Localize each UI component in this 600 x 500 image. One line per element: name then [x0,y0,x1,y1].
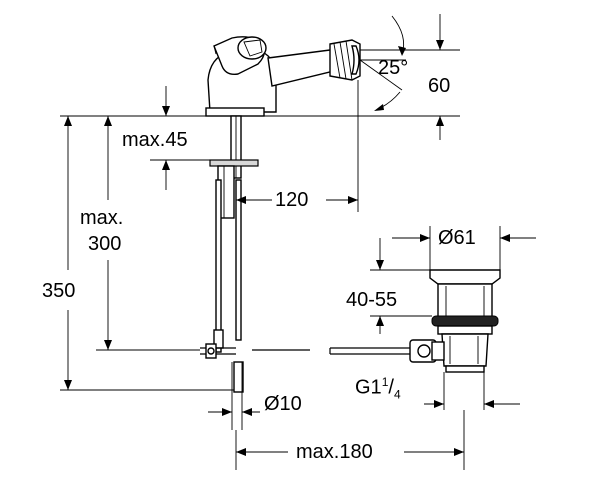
angle-label: 25° [378,57,409,79]
mounting-shank [209,115,259,393]
thread-num: 1 [381,375,389,389]
angle-dimension [359,15,406,111]
thread-label: G11/4 [355,376,401,401]
spout-reach-dimension [235,80,359,220]
thread-den: 4 [393,387,401,402]
waste-thickness-label: 40-55 [346,289,398,311]
spout-height-label: 60 [428,75,451,97]
thread-dimension [424,372,520,410]
faucet-body [205,36,361,117]
hose-length-dimension [96,115,200,351]
pop-up-rod [200,339,437,363]
thread-slash: / [388,376,394,399]
spout-reach-label: 120 [275,189,309,211]
total-height-dimension [60,115,234,391]
pop-up-length-dimension [235,410,465,470]
pop-up-length-label: max.180 [296,441,373,463]
mount-thickness-label: max.45 [122,129,188,151]
rod-diameter-label: Ø10 [264,393,302,415]
mount-thickness-dimension [150,86,210,190]
thread-prefix: G1 [355,376,382,399]
waste-diameter-dimension [392,226,536,270]
spout-height-dimension [264,14,460,140]
waste-thickness-dimension [370,238,432,334]
total-height-label: 350 [42,280,76,302]
waste-diameter-label: Ø61 [438,227,476,249]
hose-length-label-line1: max. [80,207,124,229]
rod-diameter-dimension [208,362,260,430]
hose-length-label-line2: 300 [88,233,122,255]
waste-drain [429,269,501,373]
